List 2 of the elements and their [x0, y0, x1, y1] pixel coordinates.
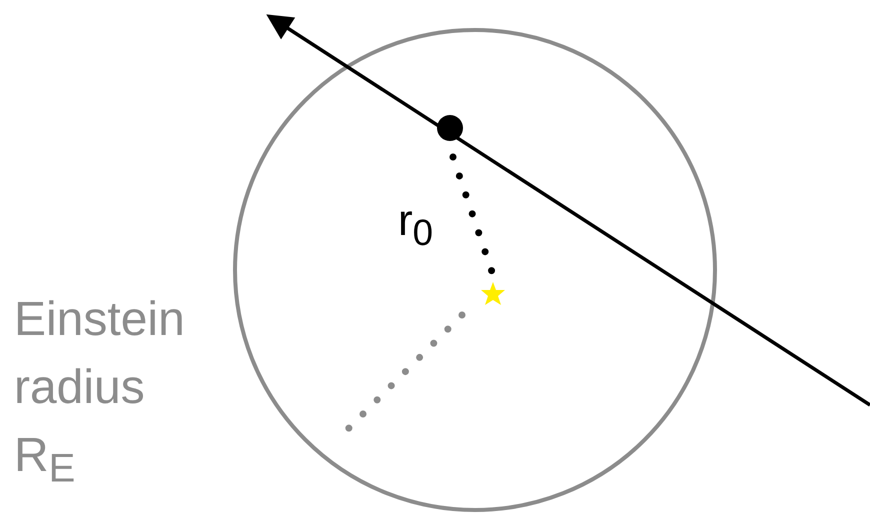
- distance-label: r$_{0}$: [398, 196, 434, 254]
- einstein-radius-label: Einstein radius R$_{E}$: [14, 292, 186, 493]
